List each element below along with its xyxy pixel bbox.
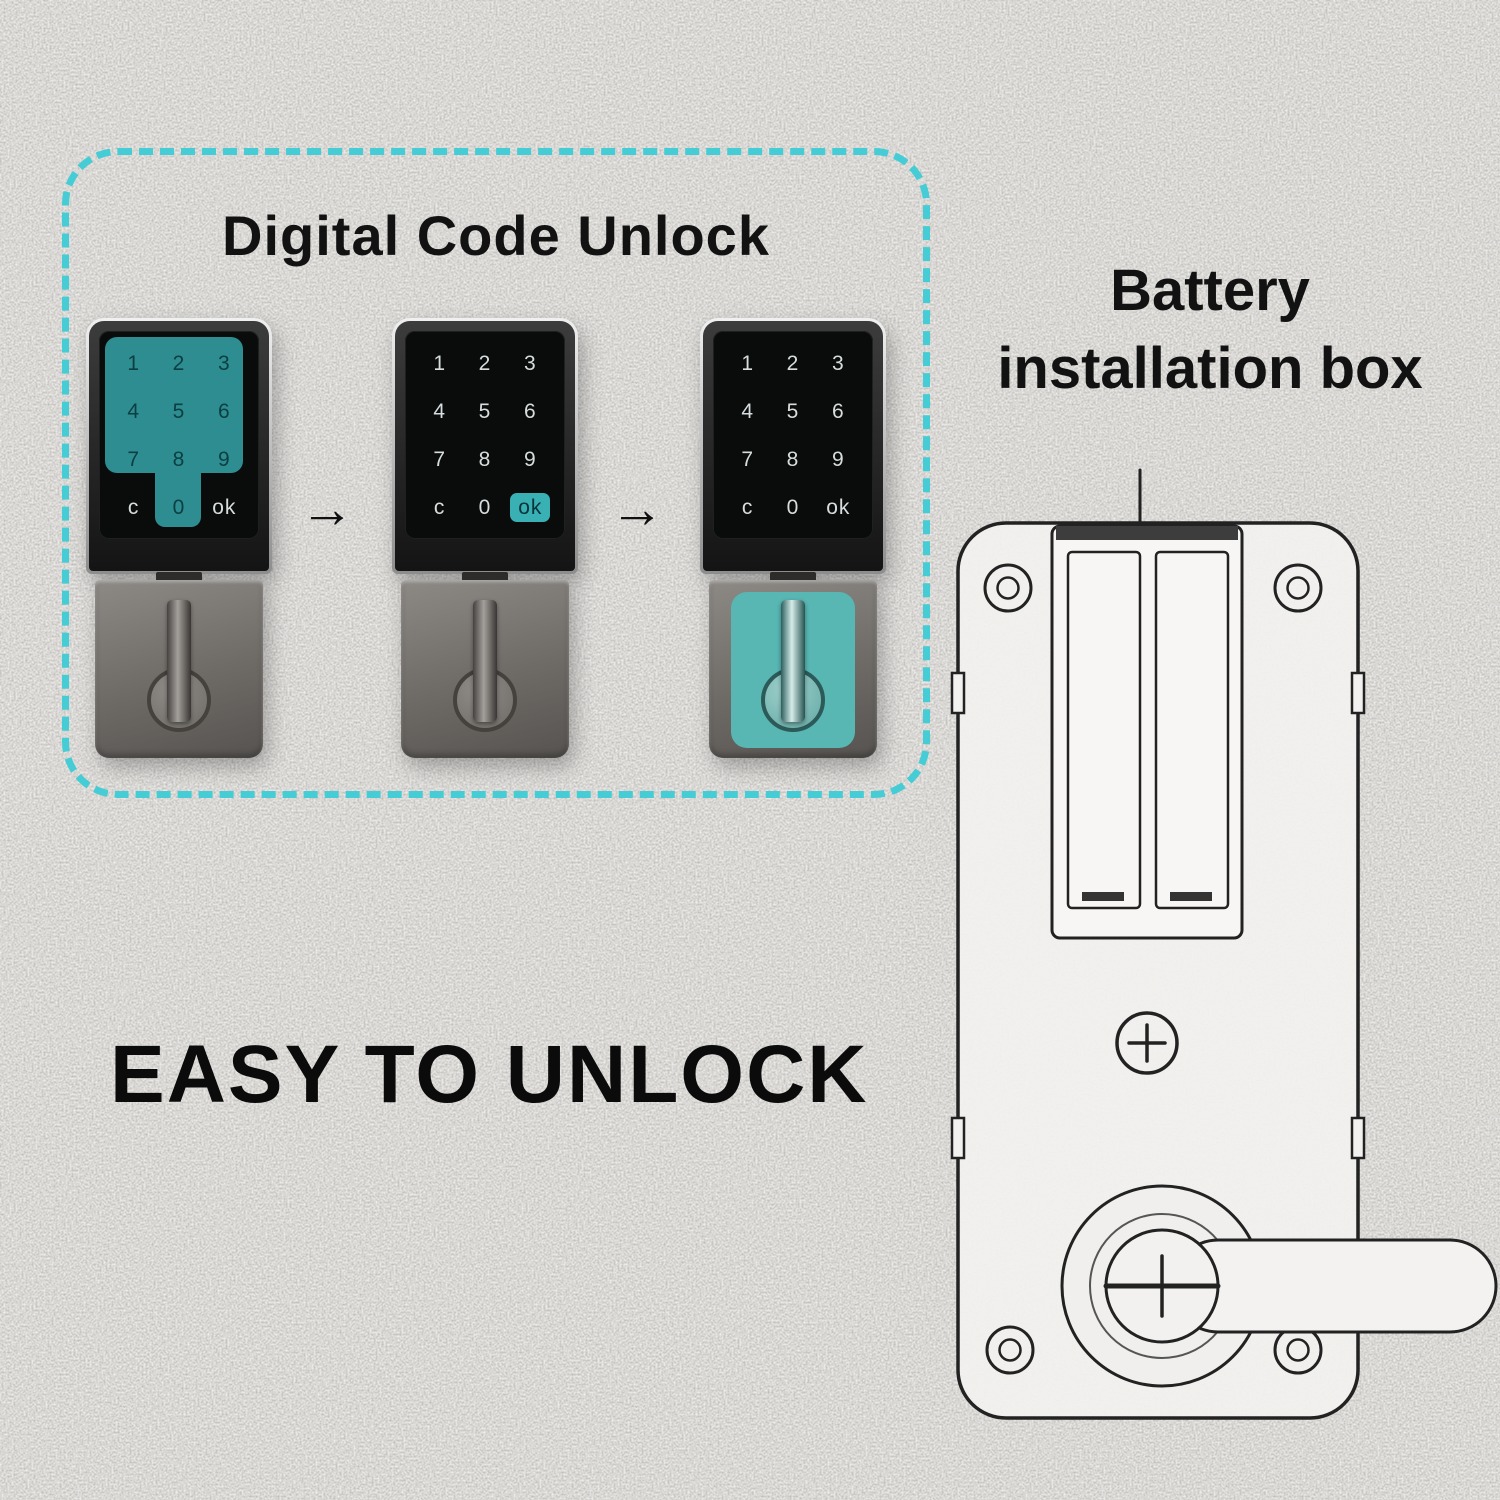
key-8: 8 <box>172 447 186 471</box>
key-9: 9 <box>831 447 845 471</box>
lock-body <box>95 580 263 758</box>
key-c: c <box>127 495 140 519</box>
key-8: 8 <box>478 447 492 471</box>
corner-screw <box>985 1325 1035 1375</box>
keypad-screen: 1 2 3 4 5 6 7 8 9 c 0 ok <box>99 331 259 539</box>
battery-box-title: Battery installation box <box>950 252 1470 409</box>
thumbturn-lever <box>167 600 191 722</box>
key-3: 3 <box>831 351 845 375</box>
easy-to-unlock-headline: EASY TO UNLOCK <box>110 1029 869 1120</box>
key-3: 3 <box>217 351 231 375</box>
lock-body <box>401 580 569 758</box>
keypad-unit: 1 2 3 4 5 6 7 8 9 c 0 ok <box>700 318 886 574</box>
keypad-unit: 1 2 3 4 5 6 7 8 9 c 0 ok <box>86 318 272 574</box>
key-0: 0 <box>172 495 186 519</box>
keypad-keys: 1 2 3 4 5 6 7 8 9 c 0 ok <box>725 339 861 531</box>
key-c: c <box>433 495 446 519</box>
lock-body <box>709 580 877 758</box>
digital-code-unlock-panel: Digital Code Unlock <box>62 148 930 798</box>
key-ok-highlighted: ok <box>510 492 551 522</box>
cylinder-hub <box>1103 1228 1221 1344</box>
center-screw <box>1115 1011 1179 1075</box>
keypad-unit: 1 2 3 4 5 6 7 8 9 c 0 ok <box>392 318 578 574</box>
key-2: 2 <box>786 351 800 375</box>
key-7: 7 <box>741 447 754 471</box>
battery-title-line1: Battery <box>1110 258 1310 323</box>
key-5: 5 <box>786 399 800 423</box>
thumbturn-lever <box>473 600 497 722</box>
key-2: 2 <box>478 351 492 375</box>
keypad-keys: 1 2 3 4 5 6 7 8 9 c 0 ok <box>417 339 553 531</box>
lock-step-2-press-ok: 1 2 3 4 5 6 7 8 9 c 0 ok <box>392 318 578 758</box>
battery-slot <box>1066 550 1142 910</box>
key-9: 9 <box>523 447 537 471</box>
side-clip <box>950 671 966 715</box>
key-1: 1 <box>741 351 754 375</box>
side-clip <box>950 1116 966 1160</box>
key-4: 4 <box>127 399 140 423</box>
key-1: 1 <box>433 351 446 375</box>
battery-compartment <box>1050 524 1244 940</box>
key-c: c <box>741 495 754 519</box>
battery-title-line2: installation box <box>997 336 1423 402</box>
arrow-right-icon: → <box>300 479 354 539</box>
side-clip <box>1350 1116 1366 1160</box>
key-7: 7 <box>127 447 140 471</box>
keypad-bezel: 1 2 3 4 5 6 7 8 9 c 0 ok <box>89 321 269 571</box>
key-4: 4 <box>433 399 446 423</box>
lever-handle <box>1170 1238 1498 1334</box>
keypad-screen: 1 2 3 4 5 6 7 8 9 c 0 ok <box>713 331 873 539</box>
key-6: 6 <box>831 399 845 423</box>
keypad-bezel: 1 2 3 4 5 6 7 8 9 c 0 ok <box>395 321 575 571</box>
key-2: 2 <box>172 351 186 375</box>
key-6: 6 <box>523 399 537 423</box>
key-4: 4 <box>741 399 754 423</box>
arrow-right-icon: → <box>610 479 664 539</box>
battery-slot <box>1154 550 1230 910</box>
key-9: 9 <box>217 447 231 471</box>
keypad-keys: 1 2 3 4 5 6 7 8 9 c 0 ok <box>111 339 247 531</box>
lock-step-3-turn-knob: 1 2 3 4 5 6 7 8 9 c 0 ok <box>700 318 886 758</box>
key-0: 0 <box>786 495 800 519</box>
code-digits-highlight <box>105 337 243 473</box>
key-7: 7 <box>433 447 446 471</box>
key-1: 1 <box>127 351 140 375</box>
lock-step-1-enter-code: 1 2 3 4 5 6 7 8 9 c 0 ok <box>86 318 272 758</box>
battery-box-diagram <box>950 468 1498 1420</box>
keypad-screen: 1 2 3 4 5 6 7 8 9 c 0 ok <box>405 331 565 539</box>
corner-screw <box>1273 563 1323 613</box>
digital-code-unlock-title: Digital Code Unlock <box>222 204 770 267</box>
corner-screw <box>983 563 1033 613</box>
key-6: 6 <box>217 399 231 423</box>
key-0: 0 <box>478 495 492 519</box>
side-clip <box>1350 671 1366 715</box>
keypad-bezel: 1 2 3 4 5 6 7 8 9 c 0 ok <box>703 321 883 571</box>
battery-terminal <box>1170 892 1212 901</box>
key-5: 5 <box>172 399 186 423</box>
key-5: 5 <box>478 399 492 423</box>
thumbturn-lever <box>781 600 805 722</box>
key-3: 3 <box>523 351 537 375</box>
key-ok: ok <box>212 495 237 519</box>
key-8: 8 <box>786 447 800 471</box>
key-ok: ok <box>826 495 851 519</box>
code-zero-highlight <box>155 471 201 527</box>
battery-terminal <box>1082 892 1124 901</box>
